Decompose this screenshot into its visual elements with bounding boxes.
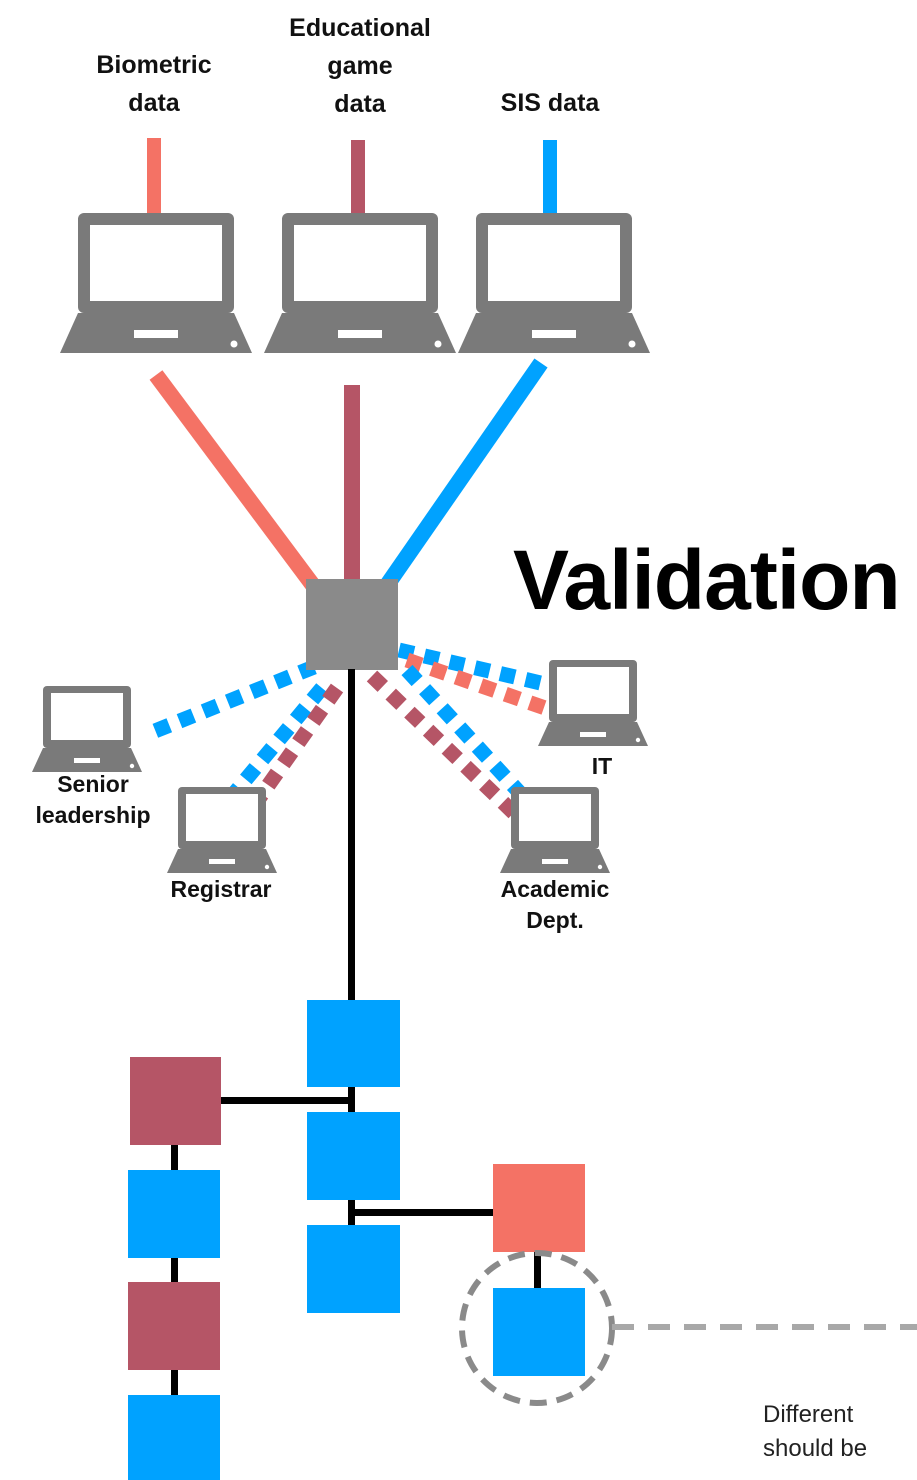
blue-block	[128, 1395, 220, 1480]
blue-block	[307, 1000, 400, 1087]
blue-block	[493, 1288, 585, 1376]
hub-to-academic-sis-dotted	[401, 664, 536, 810]
blue-block	[307, 1225, 400, 1313]
biometric-feed-line	[147, 138, 161, 216]
caption-text: Different should be	[763, 1401, 868, 1462]
hub-to-chain-line	[348, 669, 355, 1001]
validation-hub	[306, 579, 398, 670]
academic-laptop-icon	[500, 787, 610, 873]
validation-title: Validation	[513, 533, 901, 627]
game-feed-line	[351, 140, 365, 218]
hub-to-registrar-sis-dotted	[226, 683, 328, 801]
biometric-to-hub-line	[149, 370, 322, 593]
chain-connector	[534, 1250, 541, 1292]
maroon-block	[128, 1282, 220, 1370]
academic-dept-label: Academic Dept.	[500, 876, 610, 933]
biometric-label: Biometric data	[96, 51, 212, 117]
sis-feed-line	[543, 140, 557, 218]
salmon-block	[493, 1164, 585, 1252]
sis-label: SIS data	[500, 89, 600, 117]
sis-to-hub-line	[378, 358, 548, 593]
blue-block	[128, 1170, 220, 1258]
game-laptop-icon	[264, 213, 456, 353]
hub-to-senior-dotted	[147, 660, 317, 740]
hub-to-academic-game-dotted	[366, 670, 522, 821]
hub-to-registrar-game-dotted	[253, 683, 344, 802]
blue-block	[307, 1112, 400, 1200]
registrar-laptop-icon	[167, 787, 277, 873]
it-laptop-icon	[538, 660, 648, 746]
maroon-block	[130, 1057, 221, 1145]
chain-connector	[351, 1209, 495, 1216]
hub-to-it-sis-dotted	[397, 642, 547, 692]
senior-leadership-label: Senior leadership	[35, 771, 151, 828]
chain-connector	[220, 1097, 351, 1104]
game-label: Educational game data	[289, 14, 431, 118]
registrar-label: Registrar	[170, 876, 272, 902]
it-label: IT	[591, 753, 613, 779]
sis-laptop-icon	[458, 213, 650, 353]
senior-laptop-icon	[32, 686, 142, 772]
biometric-laptop-icon	[60, 213, 252, 353]
